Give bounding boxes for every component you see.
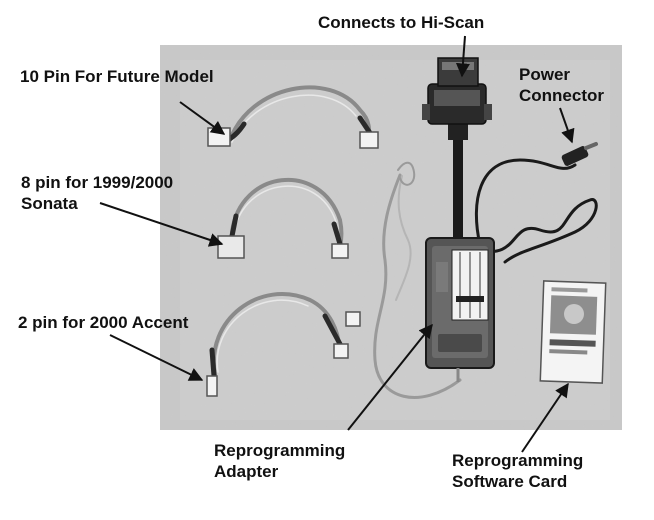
- label-two-pin: 2 pin for 2000 Accent: [18, 313, 189, 332]
- photo-background: [160, 45, 622, 430]
- label-ten-pin: 10 Pin For Future Model: [20, 67, 214, 86]
- hiscan-connector: [422, 57, 492, 240]
- eight-pin-harness: [217, 177, 349, 259]
- label-software-card: Reprogramming Software Card: [452, 451, 584, 491]
- arrow-ten-pin: [179, 101, 226, 135]
- two-pin-harness: [206, 292, 361, 397]
- label-power-connector: Power Connector: [519, 65, 604, 105]
- coiled-cable: [373, 161, 462, 399]
- arrow-two-pin: [109, 334, 204, 381]
- arrow-adapter: [347, 323, 433, 431]
- adapter-box: [425, 237, 495, 382]
- arrow-card: [521, 382, 569, 453]
- label-reprogramming-adapter: Reprogramming Adapter: [214, 441, 346, 481]
- leader-arrows: [99, 35, 575, 453]
- arrow-eight-pin: [99, 202, 224, 247]
- power-cable: [474, 142, 598, 264]
- label-connects-to-hiscan: Connects to Hi-Scan: [318, 13, 485, 32]
- label-eight-pin: 8 pin for 1999/2000 Sonata: [21, 173, 174, 213]
- arrow-hiscan: [455, 35, 470, 78]
- arrow-power: [559, 107, 575, 144]
- software-card: [539, 280, 607, 384]
